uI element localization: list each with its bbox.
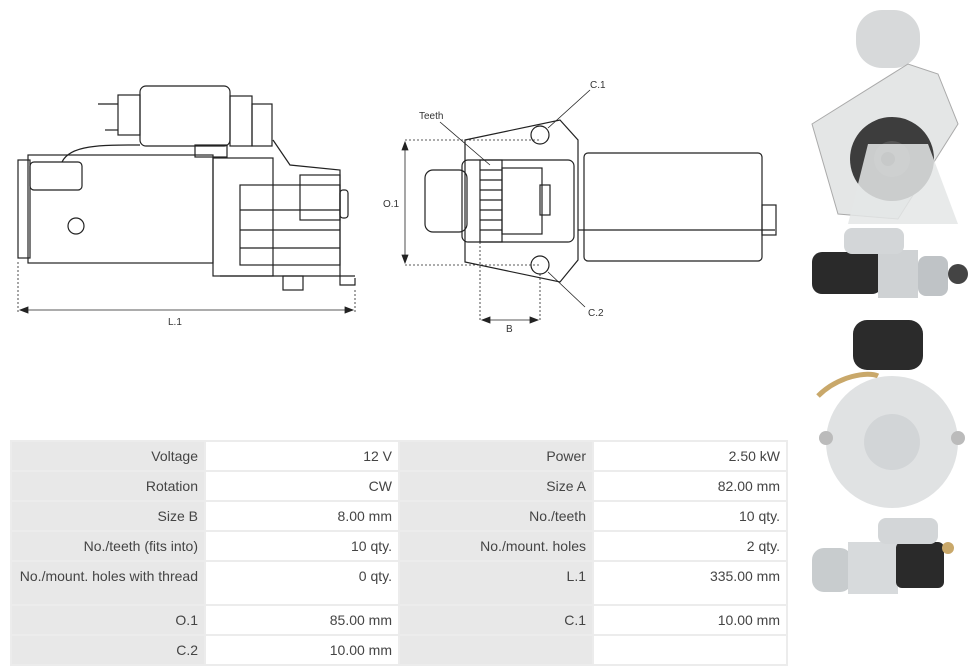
spec-label: Power xyxy=(398,440,594,472)
l1-dimension-label: L.1 xyxy=(168,317,182,328)
specifications-table: Voltage 12 V Power 2.50 kW Rotation CW S… xyxy=(10,440,788,666)
c1-label: C.1 xyxy=(590,80,606,91)
spec-value: 2 qty. xyxy=(592,530,788,562)
spec-value: 10.00 mm xyxy=(592,604,788,636)
spec-label: No./teeth (fits into) xyxy=(10,530,206,562)
teeth-label: Teeth xyxy=(419,111,443,122)
side-view-drawing: L.1 xyxy=(17,85,356,328)
starter-angled-view-photo[interactable] xyxy=(808,512,968,612)
o1-dimension-label: O.1 xyxy=(383,199,400,210)
table-row: O.1 85.00 mm C.1 10.00 mm xyxy=(10,604,788,636)
spec-value: 8.00 mm xyxy=(204,500,400,532)
technical-drawings: L.1 xyxy=(0,0,800,340)
spec-label: No./mount. holes with thread xyxy=(10,560,206,606)
starter-side-view-photo[interactable] xyxy=(808,222,968,308)
spec-label: Size B xyxy=(10,500,206,532)
spec-value: 12 V xyxy=(204,440,400,472)
b-dimension-label: B xyxy=(506,324,513,335)
spec-label: L.1 xyxy=(398,560,594,606)
spec-label xyxy=(398,634,594,666)
spec-label: Voltage xyxy=(10,440,206,472)
spec-label: O.1 xyxy=(10,604,206,636)
product-photos xyxy=(804,0,976,664)
c2-label: C.2 xyxy=(588,308,604,319)
spec-value xyxy=(592,634,788,666)
starter-front-view-photo[interactable] xyxy=(808,4,968,224)
front-view-drawing: O.1 Teeth C.1 C.2 B xyxy=(383,80,777,335)
table-row: No./teeth (fits into) 10 qty. No./mount.… xyxy=(10,530,788,562)
spec-value: 82.00 mm xyxy=(592,470,788,502)
spec-value: 0 qty. xyxy=(204,560,400,606)
table-row: Voltage 12 V Power 2.50 kW xyxy=(10,440,788,472)
starter-rear-view-photo[interactable] xyxy=(808,316,968,511)
spec-label: Size A xyxy=(398,470,594,502)
spec-value: 10.00 mm xyxy=(204,634,400,666)
table-row: Size B 8.00 mm No./teeth 10 qty. xyxy=(10,500,788,532)
spec-label: No./teeth xyxy=(398,500,594,532)
table-row: Rotation CW Size A 82.00 mm xyxy=(10,470,788,502)
spec-label: No./mount. holes xyxy=(398,530,594,562)
spec-value: 335.00 mm xyxy=(592,560,788,606)
spec-value: 10 qty. xyxy=(204,530,400,562)
spec-label: Rotation xyxy=(10,470,206,502)
spec-value: 85.00 mm xyxy=(204,604,400,636)
spec-label: C.1 xyxy=(398,604,594,636)
table-row: No./mount. holes with thread 0 qty. L.1 … xyxy=(10,560,788,606)
table-row: C.2 10.00 mm xyxy=(10,634,788,666)
spec-label: C.2 xyxy=(10,634,206,666)
spec-value: CW xyxy=(204,470,400,502)
spec-value: 2.50 kW xyxy=(592,440,788,472)
spec-value: 10 qty. xyxy=(592,500,788,532)
